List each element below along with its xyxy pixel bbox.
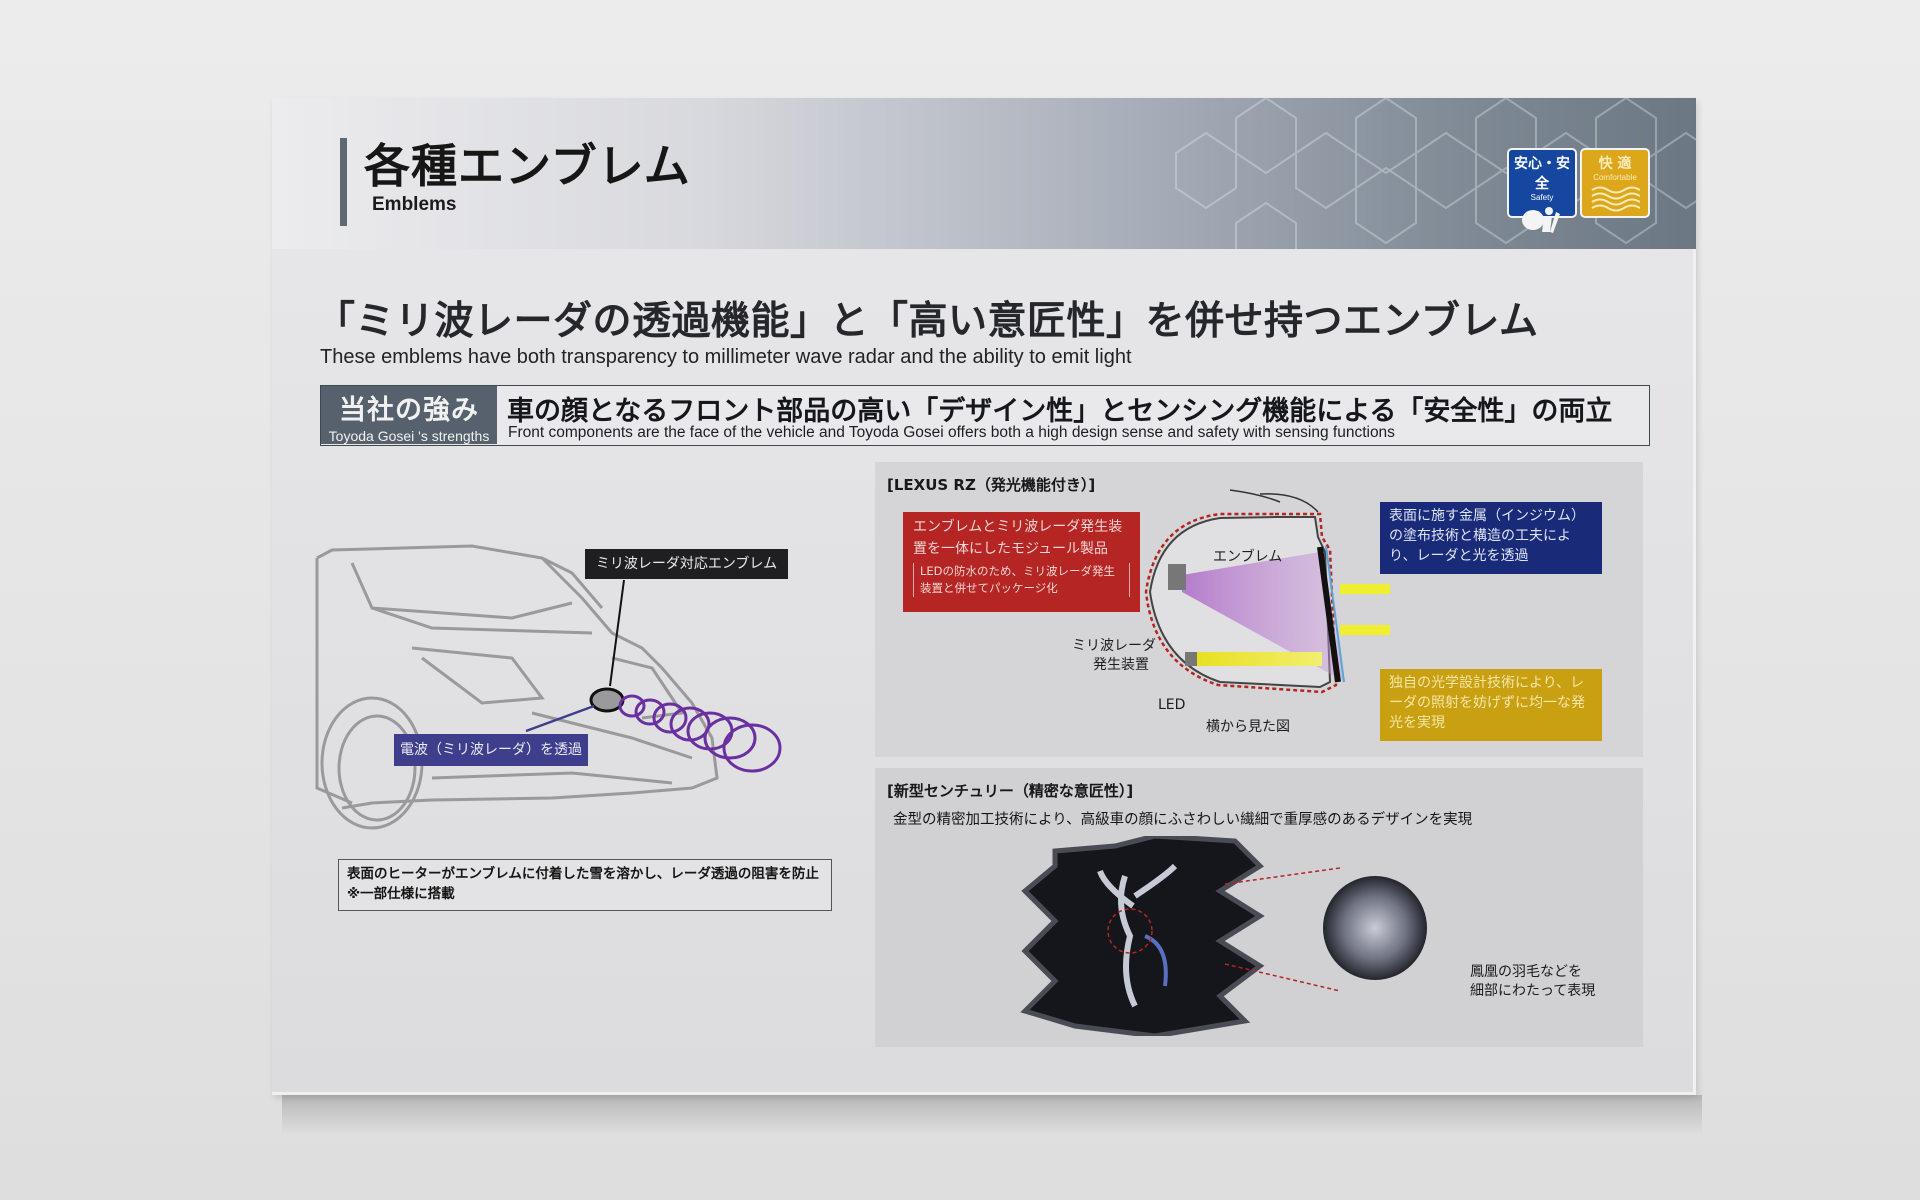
airbag-seat-icon <box>1522 207 1560 233</box>
emblem-label: エンブレム <box>1213 549 1283 565</box>
radar-generator-label-1: ミリ波レーダ <box>1072 638 1156 654</box>
century-panel: [新型センチュリー（精密な意匠性）] 金型の精密加工技術により、高級車の顔にふさ… <box>875 768 1643 1047</box>
phoenix-emblem-image <box>1020 836 1427 1036</box>
side-view-label: 横から見た図 <box>1206 719 1290 735</box>
title-accent-bar <box>340 138 347 226</box>
strengths-text-english: Front components are the face of the veh… <box>508 424 1395 441</box>
waves-icon <box>1591 186 1640 212</box>
safety-badge: 安心・安全 Safety <box>1507 148 1577 233</box>
headline-english: These emblems have both transparency to … <box>320 346 1132 368</box>
module-product-callout: エンブレムとミリ波レーダ発生装置を一体にしたモジュール製品 LEDの防水のため、… <box>903 512 1140 612</box>
strengths-text: 車の顔となるフロント部品の高い「デザイン性」とセンシング機能による「安全性」の両… <box>507 396 1613 427</box>
comfortable-badge: 快 適 Comfortable <box>1580 148 1650 218</box>
phoenix-caption: 鳳凰の羽毛などを 細部にわたって表現 <box>1470 964 1596 999</box>
century-title: [新型センチュリー（精密な意匠性）] <box>887 782 1134 800</box>
car-front-illustration <box>315 544 782 830</box>
strengths-box: 当社の強み Toyoda Gosei 's strengths 車の顔となるフロ… <box>320 385 1650 446</box>
radar-wave-callout: 電波（ミリ波レーダ）を透過 <box>394 734 588 766</box>
headline: 「ミリ波レーダの透過機能」と「高い意匠性」を併せ持つエンブレム <box>316 299 1539 344</box>
century-description: 金型の精密加工技術により、高級車の顔にふさわしい繊細で重厚感のあるデザインを実現 <box>893 812 1473 828</box>
lexus-rz-panel: [LEXUS RZ（発光機能付き）] エンブレムとミリ波レーダ発生装置を一体にし… <box>875 462 1643 757</box>
optical-design-callout: 独自の光学設計技術により、レーダの照射を妨げずに均一な発光を実現 <box>1380 669 1602 741</box>
side-view-diagram <box>1144 489 1390 694</box>
exhibit-panel: 各種エンブレム Emblems 安心・安全 Safety 快 適 Comfort… <box>272 98 1696 1095</box>
strengths-label: 当社の強み Toyoda Gosei 's strengths <box>321 386 497 444</box>
heater-note: 表面のヒーターがエンブレムに付着した雪を溶かし、レーダ透過の阻害を防止 ※一部仕… <box>338 859 832 911</box>
led-label: LED <box>1158 697 1186 713</box>
radar-generator-label-2: 発生装置 <box>1093 657 1149 673</box>
radar-emblem-callout: ミリ波レーダ対応エンブレム <box>585 549 788 579</box>
lexus-rz-title: [LEXUS RZ（発光機能付き）] <box>887 476 1096 494</box>
indium-coating-callout: 表面に施す金属（インジウム）の塗布技術と構造の工夫により、レーダと光を透過 <box>1380 502 1602 574</box>
header-band: 各種エンブレム Emblems 安心・安全 Safety 快 適 Comfort… <box>272 98 1696 249</box>
board-shadow <box>282 1095 1702 1135</box>
page-subtitle: Emblems <box>372 194 457 215</box>
page-title: 各種エンブレム <box>364 139 691 193</box>
